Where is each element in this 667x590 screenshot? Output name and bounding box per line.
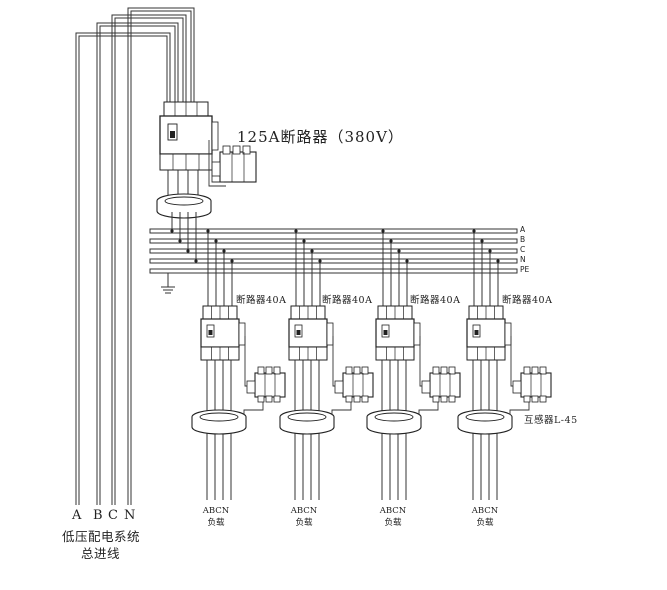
- branch-2-breaker: [288, 305, 334, 361]
- busbar-label-b: B: [520, 235, 526, 244]
- busbar-label-n: N: [520, 255, 526, 264]
- incoming-feeder-lines: [75, 7, 195, 505]
- branch-1-current-transformer: [191, 409, 247, 435]
- branch-2-breaker-label: 断路器40A: [322, 295, 373, 306]
- branch-4-breaker-label: 断路器40A: [502, 295, 553, 306]
- branch-2-load-phases: ABCN: [290, 506, 318, 516]
- branch-circuits: [191, 229, 552, 500]
- branch-1: [191, 229, 286, 500]
- busbar-label-a: A: [520, 225, 526, 234]
- branch-1-breaker: [200, 305, 246, 361]
- branch-1-load-label: 负载: [207, 518, 225, 528]
- branch-2: [279, 229, 374, 500]
- branch-4-current-transformer: [457, 409, 513, 435]
- busbar-label-c: C: [520, 245, 526, 254]
- branch-3-breaker-label: 断路器40A: [410, 295, 461, 306]
- branch-3-monitor-module: [421, 366, 461, 403]
- branch-1-breaker-label: 断路器40A: [236, 295, 287, 306]
- main-current-transformer: [156, 193, 212, 219]
- feed-phase-n: N: [124, 508, 136, 523]
- main-breaker-label: 125A断路器（380V）: [237, 128, 404, 146]
- branch-3-current-transformer: [366, 409, 422, 435]
- feed-caption-line2: 总进线: [81, 546, 121, 561]
- main-monitor-module: [211, 145, 257, 183]
- branch-2-load-label: 负载: [295, 518, 313, 528]
- branch-3-breaker: [375, 305, 421, 361]
- branch-2-monitor-module: [334, 366, 374, 403]
- transformer-label: 互感器L-45: [524, 415, 578, 426]
- branch-4-breaker: [466, 305, 512, 361]
- branch-4-monitor-module: [512, 366, 552, 403]
- branch-1-monitor-module: [246, 366, 286, 403]
- feed-phase-a: A: [72, 508, 82, 523]
- branch-3-load-label: 负载: [384, 518, 402, 528]
- feed-phase-b: B: [93, 508, 103, 523]
- branch-4: [457, 229, 552, 500]
- busbars: [149, 228, 518, 274]
- branch-3-load-phases: ABCN: [379, 506, 407, 516]
- branch-3: [366, 229, 461, 500]
- branch-4-load-phases: ABCN: [471, 506, 499, 516]
- branch-2-current-transformer: [279, 409, 335, 435]
- branch-1-load-phases: ABCN: [202, 506, 230, 516]
- feed-caption-line1: 低压配电系统: [62, 529, 141, 544]
- branch-4-load-label: 负载: [476, 518, 494, 528]
- busbar-label-pe: PE: [520, 265, 530, 274]
- feed-phase-c: C: [108, 508, 118, 523]
- ground-icon: [161, 273, 175, 294]
